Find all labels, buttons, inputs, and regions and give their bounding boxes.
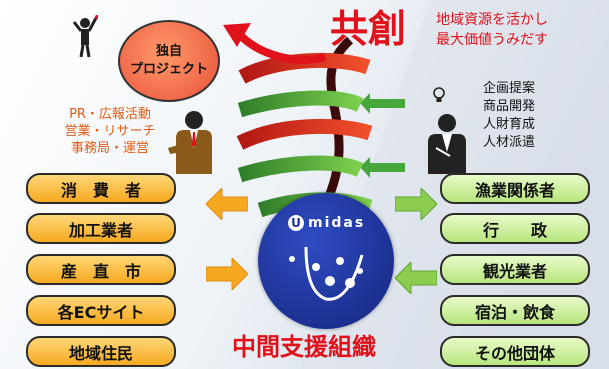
green-arrow-right-icon [395,188,437,220]
service-dispatch: 人材派遣 [483,135,536,150]
project-bubble: 独自 プロジェクト [118,20,220,102]
target-consumer: 消 費 者 [26,173,176,204]
partner-lodging-food: 宿泊・飲食 [440,295,590,326]
co-creation-title: 共創 [330,7,407,51]
tagline-line2: 最大価値うみだす [436,32,548,48]
right-services: 企画提案 商品開発 人財育成 人材派遣 [483,80,535,152]
consultant-icon [428,114,466,174]
service-development: 商品開発 [483,99,536,114]
umidas-letter: U [291,216,301,230]
intermediary-support-label: 中間支援組織 [232,333,376,361]
activity-sales: 営業・リサーチ [64,124,156,139]
target-residents: 地域住民 [26,336,176,367]
target-direct-market: 産 直 市 [26,254,176,285]
partner-government: 行 政 [440,213,590,244]
bubbles-icon [289,246,364,301]
service-planning: 企画提案 [483,81,536,96]
partner-tourism: 観光業者 [440,254,590,285]
umidas-logo: U midas [258,193,394,329]
red-curved-arrow-icon [223,23,327,64]
project-label-line2: プロジェクト [129,62,208,77]
orange-arrow-left-icon [206,188,248,220]
left-activities: PR・広報活動 営業・リサーチ 事務局・運営 [50,106,170,157]
tagline: 地域資源を活かし 最大価値うみだす [436,10,548,50]
project-label-line1: 独自 [155,44,182,59]
businessman-icon [168,111,212,174]
service-training: 人財育成 [483,117,536,132]
partner-others: その他団体 [440,336,590,367]
umidas-letter-badge: U [288,215,304,231]
green-arrow-left-icon [395,262,437,294]
activity-pr: PR・広報活動 [69,107,151,122]
cheering-person-icon [72,15,98,58]
activity-office: 事務局・運営 [70,141,149,156]
tagline-line1: 地域資源を活かし [436,12,548,28]
orange-arrow-right-icon [206,258,248,290]
partner-fishery: 漁業関係者 [440,173,590,204]
umidas-wordmark: midas [308,215,366,231]
lightbulb-icon [433,87,445,102]
target-processor: 加工業者 [26,213,176,244]
co-creation-spiral [236,36,405,218]
target-ec-sites: 各ECサイト [26,295,176,326]
